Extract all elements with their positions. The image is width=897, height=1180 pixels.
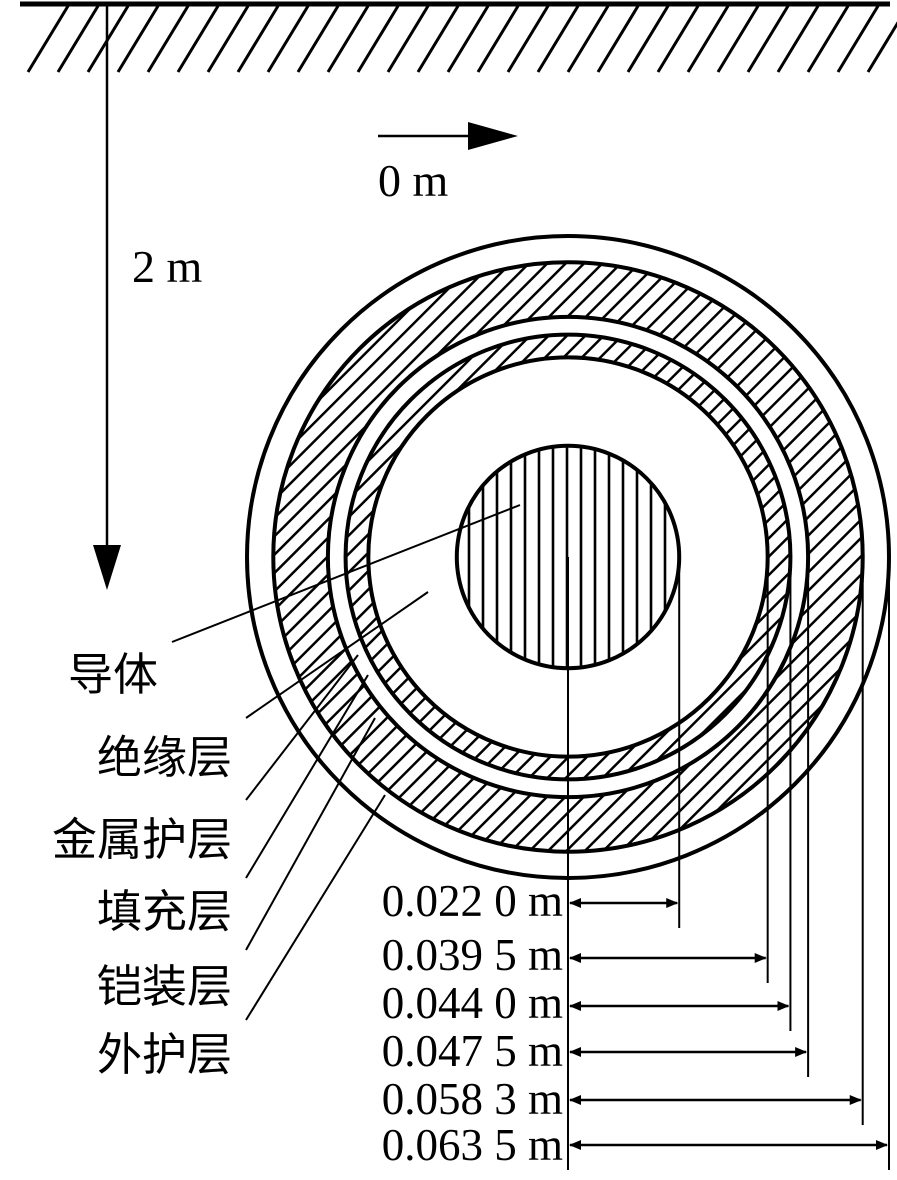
- ground-hatch-line: [536, 5, 580, 73]
- layer-names: 导体 绝缘层 金属护层 填充层 铠装层 外护层: [52, 648, 232, 1081]
- layer-name-armor: 铠装层: [97, 960, 232, 1013]
- layer-name-insulation: 绝缘层: [97, 731, 232, 784]
- ground-hatch-line: [386, 5, 430, 73]
- ground-hatch-line: [566, 5, 610, 73]
- ground-hatch-line: [56, 5, 100, 73]
- ground-hatch-line: [296, 5, 340, 73]
- ground-hatch-line: [686, 5, 730, 73]
- radius-labels: 0.022 0 m 0.039 5 m 0.044 0 m 0.047 5 m …: [382, 876, 563, 1170]
- leader-line-conductor: [171, 504, 521, 643]
- ground-hatch-line: [776, 5, 820, 73]
- ground-hatch-line: [866, 21, 897, 73]
- radius-label-armor: 0.058 3 m: [382, 1074, 563, 1124]
- ground-hatch-line: [326, 5, 370, 73]
- ground-hatch-line: [656, 5, 700, 73]
- leader-line-insulation: [245, 591, 429, 719]
- radius-label-conductor: 0.022 0 m: [382, 876, 563, 926]
- ground-hatch-line: [716, 5, 760, 73]
- depth-arrow: [93, 6, 121, 590]
- ground-hatch-line: [356, 5, 400, 73]
- layer-name-filler: 填充层: [97, 885, 232, 938]
- ground-hatch-line: [446, 5, 490, 73]
- ground-hatch-line: [746, 5, 790, 73]
- radius-label-insulation: 0.039 5 m: [382, 930, 563, 980]
- ground-hatch-line: [236, 5, 280, 73]
- ground-hatch-line: [146, 5, 190, 73]
- ground-hatch-line: [26, 5, 70, 73]
- ground-hatch-line: [476, 5, 520, 73]
- layer-name-conductor: 导体: [68, 648, 158, 701]
- layer-name-outer-sheath: 外护层: [97, 1028, 232, 1081]
- radius-label-outer-sheath: 0.063 5 m: [382, 1120, 563, 1170]
- horizontal-ref-label: 0 m: [378, 155, 449, 206]
- ground-hatch-line: [176, 5, 220, 73]
- ground-hatch-line: [266, 5, 310, 73]
- ground-hatch-line: [206, 5, 250, 73]
- layer-name-metal-sheath: 金属护层: [52, 813, 232, 866]
- ground-hatch-line: [806, 5, 850, 73]
- leader-line-metal-sheath: [245, 654, 359, 801]
- ground-hatch-line: [116, 5, 160, 73]
- ground-surface: [20, 1, 897, 73]
- radius-dimension-lines: [567, 557, 890, 1170]
- radius-label-metal-sheath: 0.044 0 m: [382, 978, 563, 1028]
- horizontal-ref-arrow: [378, 122, 518, 150]
- ground-hatch-line: [626, 5, 670, 73]
- ground-hatch-line: [836, 5, 880, 73]
- leader-line-filler: [245, 674, 369, 879]
- leader-line-armor: [245, 717, 376, 951]
- radius-label-filler: 0.047 5 m: [382, 1026, 563, 1076]
- depth-label: 2 m: [132, 241, 203, 292]
- ground-hatch-line: [416, 5, 460, 73]
- layer-leader-lines: [171, 504, 521, 1021]
- ground-hatch-line: [596, 5, 640, 73]
- ground-hatch-line: [506, 5, 550, 73]
- leader-line-outer-sheath: [245, 794, 386, 1021]
